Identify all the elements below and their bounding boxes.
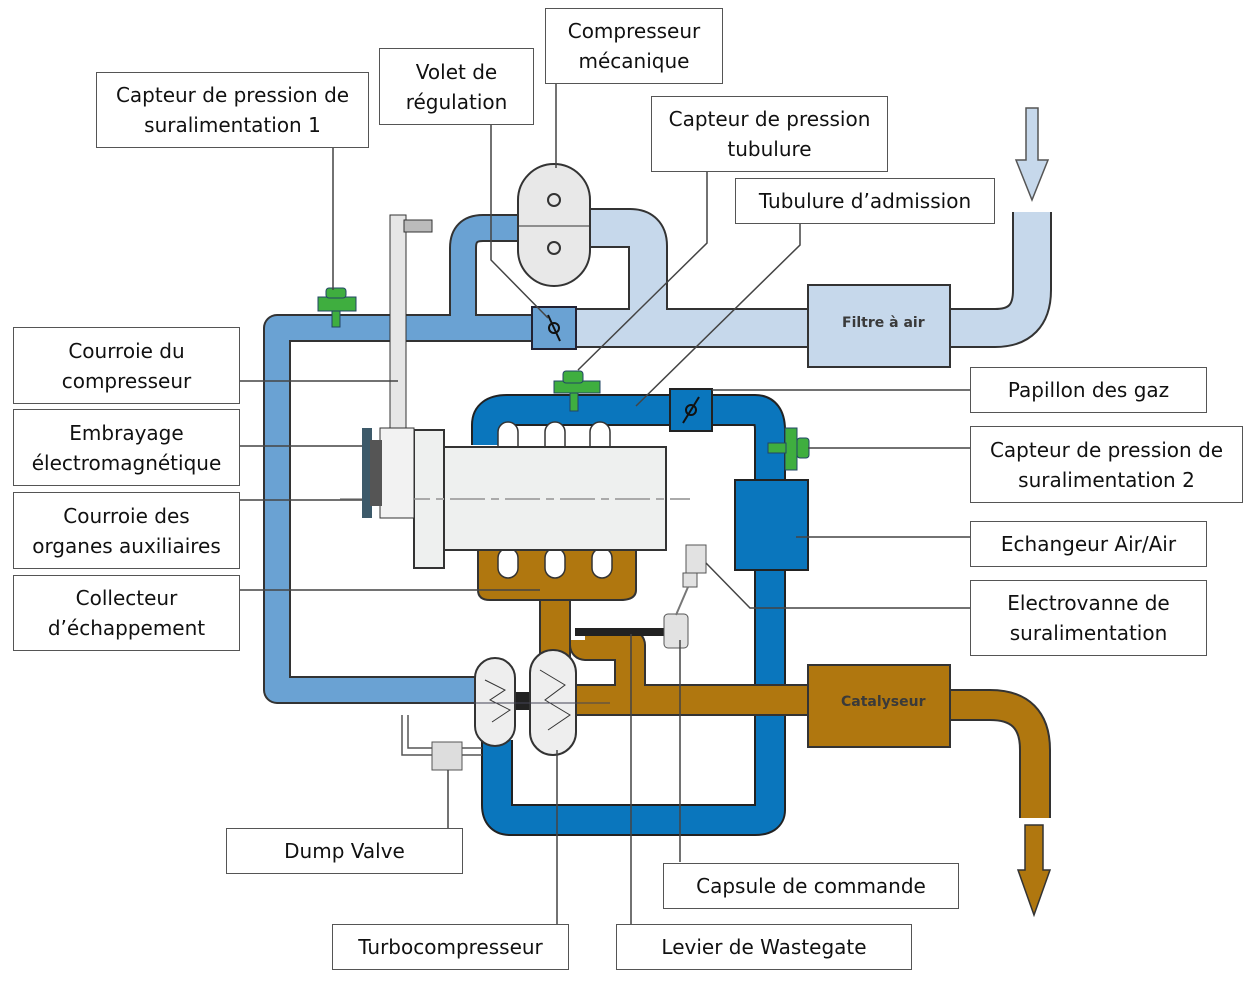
label-turbocharger: Turbocompresseur (332, 924, 569, 970)
air-filter (807, 284, 951, 368)
turbocharger (440, 649, 610, 756)
mechanical-compressor (517, 163, 591, 287)
pressure-sensor-1 (317, 287, 357, 328)
charge-air-pipe (471, 394, 786, 836)
label-boost-pressure-sensor-2: Capteur de pression de suralimentation 2 (970, 426, 1243, 503)
throttle-valve (669, 388, 713, 432)
pressure-sensor-2 (767, 427, 810, 471)
label-intercooler: Echangeur Air/Air (970, 521, 1207, 567)
intake-pipe-light (570, 208, 1052, 348)
label-control-capsule: Capsule de commande (663, 863, 959, 909)
air-filter-label: Filtre à air (842, 315, 925, 331)
label-manifold-pressure-sensor: Capteur de pression tubulure (651, 96, 888, 172)
label-throttle: Papillon des gaz (970, 367, 1207, 413)
label-dump-valve: Dump Valve (226, 828, 463, 874)
catalyst-label: Catalyseur (841, 694, 926, 710)
label-boost-pressure-sensor-1: Capteur de pression de suralimentation 1 (96, 72, 369, 148)
exhaust-outlet-arrow (1016, 824, 1052, 918)
catalyst (807, 664, 951, 748)
label-exhaust-manifold: Collecteur d’échappement (13, 575, 240, 651)
pulley-belt-assembly (362, 214, 433, 519)
label-compressor-belt: Courroie du compresseur (13, 327, 240, 404)
leader-lines (240, 84, 970, 924)
label-intake-manifold: Tubulure d’admission (735, 178, 995, 224)
intercooler (734, 479, 809, 571)
manifold-runners (497, 421, 613, 579)
label-mechanical-compressor: Compresseur mécanique (545, 8, 723, 84)
solenoid-valve (675, 544, 707, 616)
intake-pipe-medium (263, 214, 540, 704)
label-boost-solenoid: Electrovanne de suralimentation (970, 580, 1207, 656)
label-electromagnetic-clutch: Embrayage électromagnétique (13, 409, 240, 486)
exhaust-pipe (539, 590, 1051, 818)
wastegate-actuator (575, 613, 689, 649)
manifold-pressure-sensor (553, 370, 601, 412)
label-accessory-belt: Courroie des organes auxiliaires (13, 492, 240, 569)
air-inlet-arrow (1014, 107, 1050, 203)
regulation-flap (531, 306, 577, 350)
label-wastegate-lever: Levier de Wastegate (616, 924, 912, 970)
label-regulation-flap: Volet de régulation (379, 48, 534, 125)
dump-valve (401, 715, 482, 771)
